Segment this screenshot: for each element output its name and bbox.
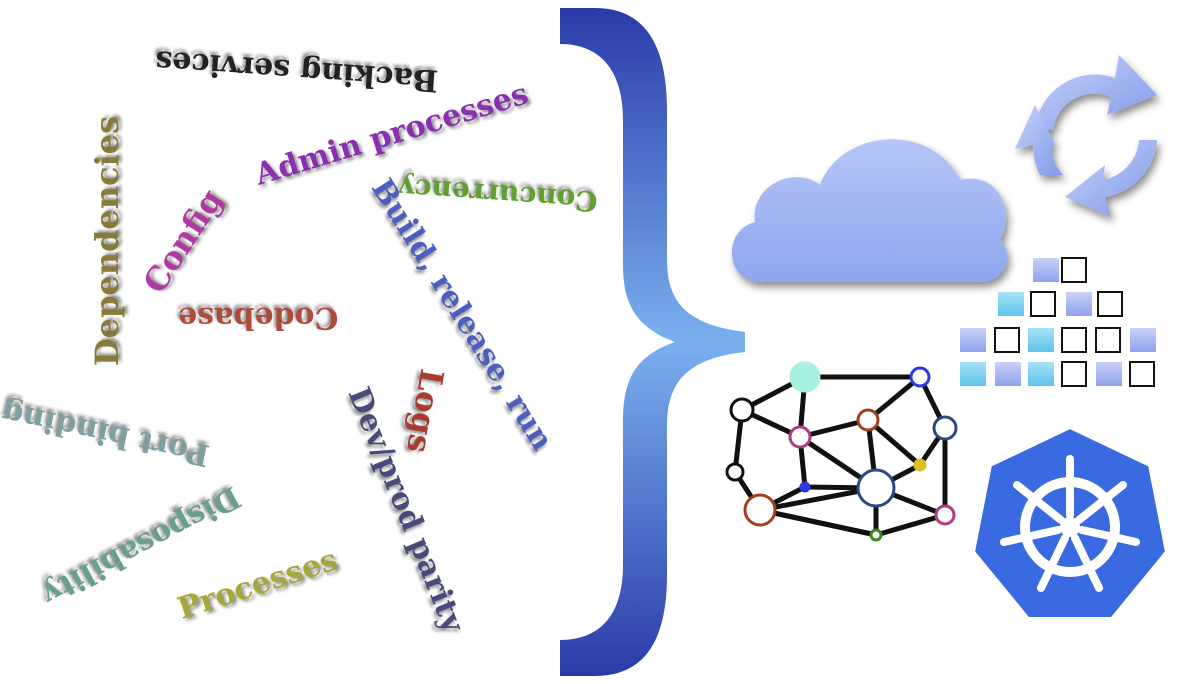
word-build-release-run: Build, release, run [364, 172, 560, 457]
network-graph-nodes [725, 361, 958, 542]
word-backing-services: Backing services [154, 43, 440, 98]
word-logs: Logs [399, 366, 452, 456]
word-port-binding: Port binding [0, 394, 213, 473]
brace-icon [560, 8, 745, 676]
word-processes: Processes [173, 542, 342, 627]
cloud-icon [731, 139, 1008, 282]
word-dependencies: Dependencies [88, 115, 127, 367]
kubernetes-helm-icon [970, 424, 1170, 621]
container-grid-icon [960, 257, 1156, 387]
refresh-cycle-icon [1015, 55, 1157, 217]
word-codebase: Codebase [178, 300, 339, 335]
word-config: Config [135, 182, 231, 300]
